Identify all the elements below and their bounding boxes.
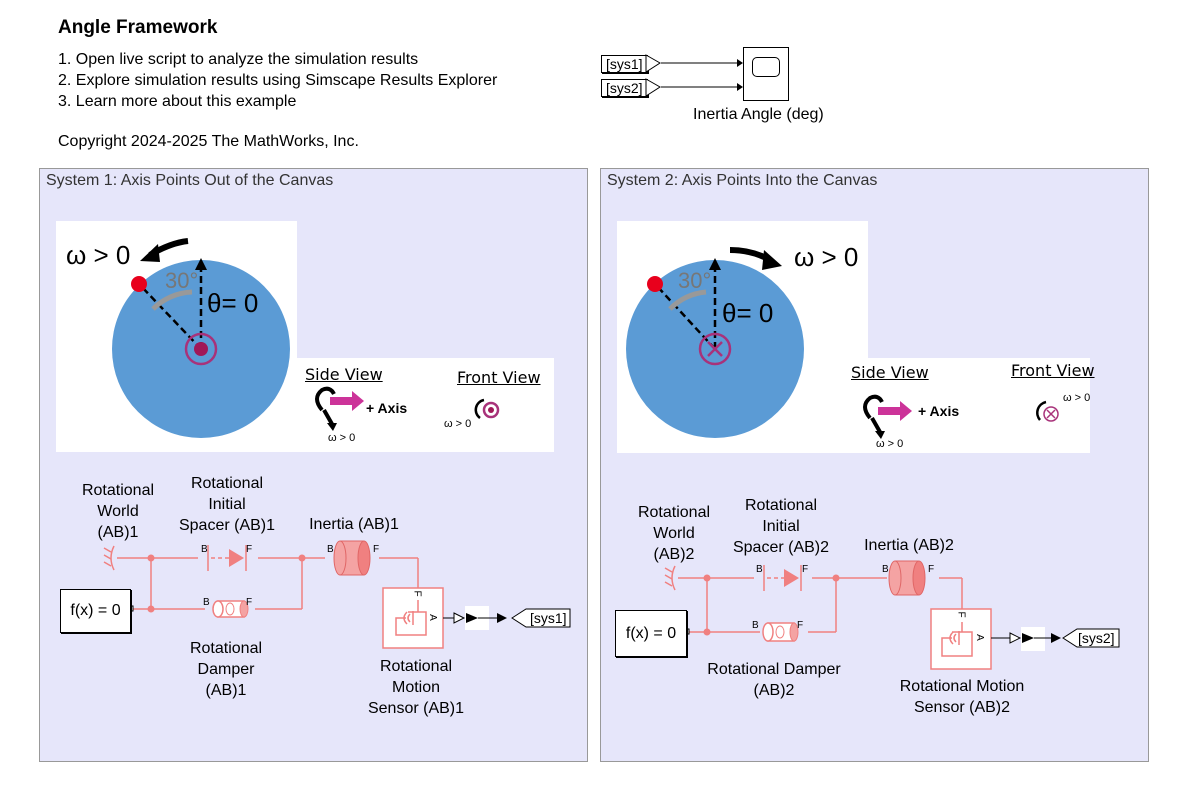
system2-sensor-block[interactable]: Rotational Motion Sensor (AB)2 <box>899 678 1025 716</box>
system2-point-marker <box>647 276 663 292</box>
system1-title: System 1: Axis Points Out of the Canvas <box>46 172 334 189</box>
system2-sensor-port-f: F <box>955 611 967 618</box>
system2-theta-label: θ= 0 <box>722 298 774 328</box>
copyright-text: Copyright 2024-2025 The MathWorks, Inc. <box>58 133 359 150</box>
system1-axis-out-symbol <box>184 332 218 366</box>
scope-label: Inertia Angle (deg) <box>693 106 824 123</box>
system2-solver-config[interactable]: f(x) = 0 <box>615 610 687 657</box>
system2-title: System 2: Axis Points Into the Canvas <box>607 172 878 189</box>
system2-spacer-icon <box>763 565 802 591</box>
system2-spacer-port-f: F <box>802 564 809 575</box>
system2-inertia-icon <box>888 560 926 596</box>
system2-axis-into-symbol <box>698 332 732 366</box>
system1-axis-label: + Axis <box>366 400 408 416</box>
system1-front-omega: ω > 0 <box>444 418 472 430</box>
system1-angle-label: 30° <box>165 268 199 293</box>
system1-side-view-title: Side View <box>305 365 383 384</box>
system2-spacer-port-b: B <box>756 564 763 575</box>
system2-axis-label: + Axis <box>918 403 960 419</box>
system1-spacer-port-f: F <box>246 544 253 555</box>
system2-angle-label: 30° <box>678 268 712 293</box>
system2-world-block[interactable]: Rotational World (AB)2 <box>637 504 711 563</box>
system2-damper-icon <box>762 622 799 642</box>
system1-omega-label: ω > 0 <box>66 240 131 270</box>
system1-world-block[interactable]: Rotational World (AB)1 <box>81 482 155 541</box>
system2-sensor-icon <box>930 608 992 670</box>
system2-inertia-port-b: B <box>882 564 889 575</box>
system2-front-omega: ω > 0 <box>1063 392 1091 404</box>
from-tag-sys2[interactable]: [sys2] <box>601 79 648 97</box>
system2-front-view-title: Front View <box>1011 361 1095 380</box>
model-title: Angle Framework <box>58 17 218 38</box>
live-script-link[interactable]: 1. Open live script to analyze the simul… <box>58 51 419 68</box>
system2-damper-block[interactable]: Rotational Damper (AB)2 <box>707 661 841 699</box>
results-explorer-link[interactable]: 2. Explore simulation results using Sims… <box>58 72 498 89</box>
system2-side-view-title: Side View <box>851 363 929 382</box>
system2-goto-tag[interactable]: [sys2] <box>1078 630 1115 646</box>
system1-inertia-port-f: F <box>373 544 380 555</box>
system2-damper-port-f: F <box>797 620 804 631</box>
system2-damper-port-b: B <box>752 620 759 631</box>
system2-spacer-block[interactable]: Rotational Initial Spacer (AB)2 <box>732 497 830 556</box>
system1-inertia-icon <box>333 540 371 576</box>
system1-solver-config[interactable]: f(x) = 0 <box>60 589 131 633</box>
system2-omega-label: ω > 0 <box>794 242 859 272</box>
system1-inertia-block[interactable]: Inertia (AB)1 <box>309 516 399 533</box>
scope-block[interactable] <box>743 47 789 101</box>
system2-inertia-block[interactable]: Inertia (AB)2 <box>864 537 954 554</box>
system2-sensor-port-a: A <box>973 634 985 641</box>
system1-side-omega: ω > 0 <box>328 432 356 444</box>
system1-inertia-port-b: B <box>327 544 334 555</box>
system1-point-marker <box>131 276 147 292</box>
learn-more-link[interactable]: 3. Learn more about this example <box>58 93 297 110</box>
system1-sensor-icon <box>382 587 444 649</box>
system1-spacer-block[interactable]: Rotational Initial Spacer (AB)1 <box>178 475 276 534</box>
system1-world-icon <box>103 545 115 571</box>
from-tag-sys1[interactable]: [sys1] <box>601 55 648 73</box>
system1-sensor-block[interactable]: Rotational Motion Sensor (AB)1 <box>367 658 465 717</box>
system1-damper-block[interactable]: Rotational Damper (AB)1 <box>189 640 263 699</box>
system1-damper-icon <box>212 600 249 618</box>
system2-world-icon <box>664 565 676 591</box>
system1-front-view-title: Front View <box>457 368 541 387</box>
system1-goto-tag[interactable]: [sys1] <box>530 610 567 626</box>
system1-damper-port-b: B <box>203 597 210 608</box>
system1-spacer-port-b: B <box>201 544 208 555</box>
system2-inertia-port-f: F <box>928 564 935 575</box>
system2-side-omega: ω > 0 <box>876 438 904 450</box>
scope-screen-icon <box>752 57 780 77</box>
system1-theta-label: θ= 0 <box>207 288 259 318</box>
system1-damper-port-f: F <box>246 597 253 608</box>
system1-spacer-icon <box>207 545 247 571</box>
